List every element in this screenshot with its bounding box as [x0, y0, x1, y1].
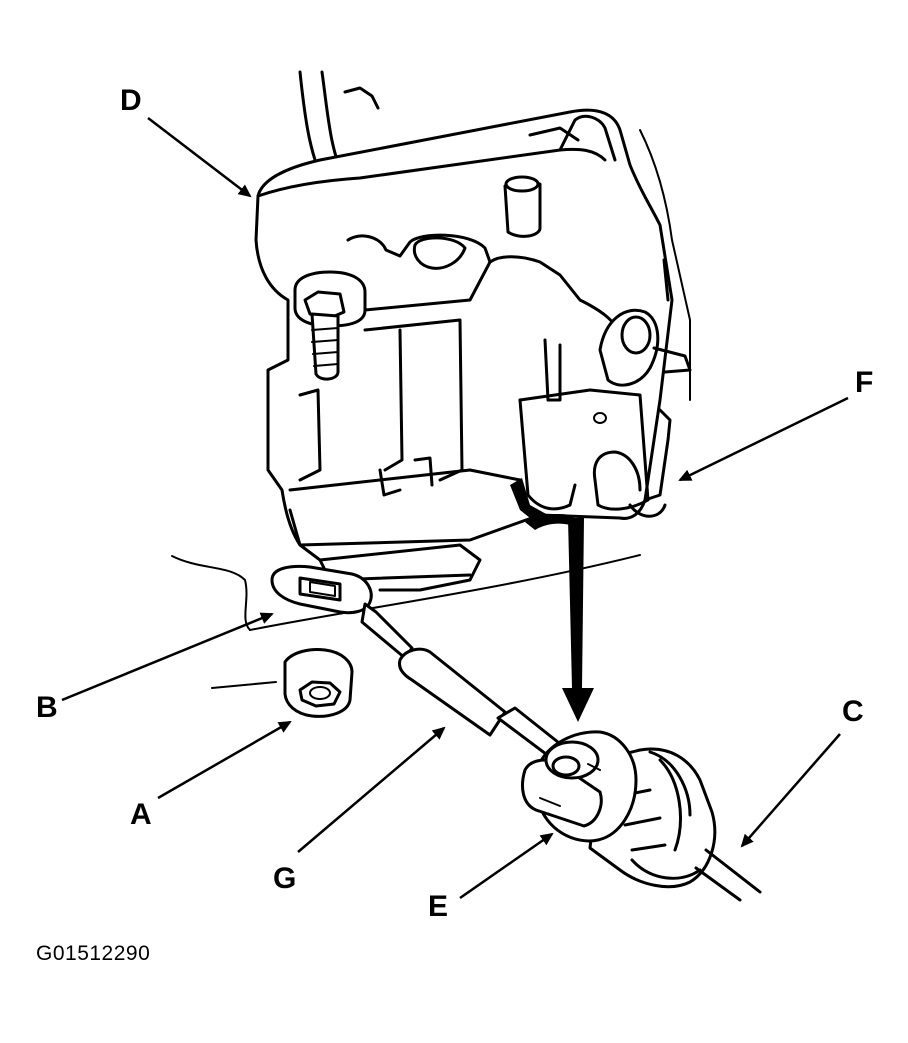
cable-end-clip — [521, 730, 762, 902]
latch-assembly — [254, 108, 692, 592]
nut — [283, 648, 354, 718]
label-f: F — [855, 366, 874, 399]
control-rod — [360, 602, 580, 774]
figure-code: G01512290 — [36, 942, 151, 965]
installation-arrows — [510, 478, 594, 722]
rod-end-bracket — [270, 564, 373, 615]
label-g: G — [273, 862, 297, 895]
label-d: D — [120, 84, 142, 117]
callout-leaders — [61, 117, 849, 900]
label-a: A — [130, 798, 152, 831]
label-b: B — [36, 691, 58, 724]
label-e: E — [428, 890, 449, 923]
label-c: C — [842, 695, 864, 728]
